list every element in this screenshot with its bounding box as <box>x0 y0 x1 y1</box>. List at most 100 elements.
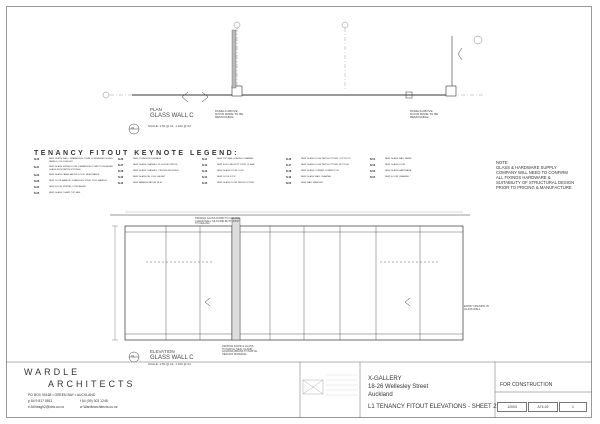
keynote-row: N-46 NEW GLASS DOOR PATCH FITTING, TOP PI… <box>286 158 366 161</box>
keynote-code: N-40 <box>118 182 124 185</box>
keynote-description: NEW WALL BRACKET <box>301 182 324 184</box>
keynote-row: N-38 NEW GLASS CHANNEL, CEILING MOUNTED <box>118 170 198 173</box>
plan-grid-lines <box>110 28 485 96</box>
keynote-code: N-46 <box>286 158 292 161</box>
grid-bubble-2 <box>341 21 349 29</box>
firm-fax: f 64 (09) 303 1248 <box>80 399 108 403</box>
keynote-column: N-46 NEW GLASS DOOR PATCH FITTING, TOP PI… <box>286 158 366 188</box>
keynote-code: N-50 <box>286 182 292 185</box>
keynote-description: NEW GLASS DOOR <box>385 164 406 166</box>
keynote-description: NEW GLASS WALL PANEL <box>385 158 413 160</box>
elevation-subtitle: GLASS WALL C <box>150 354 194 361</box>
elevation-view-title: ELEVATION GLASS WALL C <box>150 349 194 361</box>
revision-number: 1 <box>559 402 587 412</box>
revision-table-lines <box>326 374 358 396</box>
elevation-note-1: PROFILE GLASS DOWN TO CEILING CLEAR WALL… <box>195 217 240 226</box>
keynote-description: NEW TOP RAIL GLAZING CHANNEL <box>217 158 254 160</box>
keynote-code: N-34 <box>34 186 40 190</box>
keynote-code: N-33 <box>34 180 40 184</box>
title-block-lines <box>6 361 592 418</box>
elevation-view-number: 02 <box>131 354 135 358</box>
firm-address: PO BOX 90168 • GREEN BAY • AUCKLAND <box>28 393 96 397</box>
drawing-sheet <box>6 6 592 418</box>
grid-bubble-1 <box>233 21 241 29</box>
keynote-description: NEW GLASS CHANNEL, CEILING MOUNTED <box>133 170 179 172</box>
keynote-code: N-38 <box>118 170 124 173</box>
keynote-description: NEW DOOR STOP <box>217 176 236 178</box>
keynote-description: NEW SILICONE BUTT JOINT, CLEAR <box>217 164 255 166</box>
keynote-code: N-39 <box>118 176 124 179</box>
keynote-column: N-51 NEW GLASS WALL PANEL N-52 NEW GLASS DO… <box>370 158 450 182</box>
keynote-row: N-50 NEW WALL BRACKET <box>286 182 366 185</box>
keynote-code: N-49 <box>286 176 292 179</box>
plan-view-number: 01 <box>131 126 135 130</box>
keynote-row: N-31 NEW GLASS SWING DOOR, FRAMELESS 12MM… <box>34 166 114 171</box>
keynote-description: NEW GLASS CORNER CONNECTOR <box>301 170 339 172</box>
keynote-description: NEW GLASS CHANNEL, FLOOR MOUNTED <box>133 164 178 166</box>
keynote-description: NEW GLASS DOOR PATCH FITTING, BOTTOM <box>301 164 349 166</box>
sheet-title: L1 TENANCY FITOUT ELEVATIONS - SHEET 2 <box>368 404 497 410</box>
elevation-note-3: ENTRY OPENING IN GLASS WALL <box>464 305 489 311</box>
project-address-line2: Auckland <box>368 392 393 398</box>
plan-glass-wall <box>132 29 463 103</box>
keynote-row: N-49 NEW GLASS WALL CHANNEL <box>286 176 366 179</box>
supplier-note: NOTE GLASS & HARDWARE SUPPLY COMPANY WIL… <box>496 160 575 190</box>
drawing-status: FOR CONSTRUCTION <box>500 382 553 388</box>
firm-name-line1: WARDLE <box>24 367 81 377</box>
firm-website: w Wardlearchitects.co.nz <box>80 405 118 409</box>
keynote-description: NEW CORRIDOR SIGNAGE <box>133 158 162 160</box>
grid-bubble-3 <box>102 91 110 99</box>
keynote-code: N-53 <box>370 170 376 173</box>
plan-note-2: PANELS ABOVE DOOR MADE TO BE REMOVABLE <box>410 109 439 119</box>
firm-name-line2: ARCHITECTS <box>48 379 136 389</box>
keynote-code: N-42 <box>202 164 208 167</box>
keynote-description: NEW GLASS PANEL ABOVE DOOR, REMOVABLE <box>49 174 100 177</box>
keynote-code: N-36 <box>118 158 124 161</box>
keynote-code: N-43 <box>202 170 208 173</box>
keynote-code: N-31 <box>34 166 40 170</box>
keynote-row: N-44 NEW DOOR STOP <box>202 176 282 179</box>
plan-scale: SCALE: 1:50 @ A1, 1:100 @ A3 <box>148 124 191 128</box>
keynote-row: N-39 NEW GLASS FIN, FULL HEIGHT <box>118 176 198 179</box>
keynote-description: NEW GLASS CLAMP TOP RAIL <box>49 192 81 195</box>
project-name: X-GALLERY <box>368 376 402 382</box>
keynote-description: NEW GLASS FIN, FULL HEIGHT <box>133 176 166 178</box>
grid-bubble-4 <box>473 35 483 45</box>
elevation-note-2: PROFILE DOOR & GLASS TO MATCH SEAL CLAMP… <box>222 345 258 356</box>
keynote-code: N-44 <box>202 176 208 179</box>
keynote-row: N-33 NEW DOOR HANDLE, STAINLESS STEEL PUL… <box>34 180 114 183</box>
view-markers <box>128 123 140 363</box>
firm-email: e Alf.teagh2@xtra.co.nz <box>28 405 65 409</box>
keynote-code: N-37 <box>118 164 124 167</box>
keynote-legend-title: TENANCY FITOUT KEYNOTE LEGEND: <box>34 150 240 157</box>
keynote-code: N-51 <box>370 158 376 161</box>
project-address-line1: 18-26 Wellesley Street <box>368 384 429 390</box>
keynote-description: NEW DOOR HANDLE, STAINLESS STEEL PULL HA… <box>49 180 107 183</box>
keynote-code: N-41 <box>202 158 208 161</box>
keynote-code: N-48 <box>286 170 292 173</box>
keynote-description: NEW GLASS DOOR PATCH FITTING, TOP PIVOT <box>301 158 351 160</box>
plan-view-title: PLAN GLASS WALL C <box>150 107 194 118</box>
keynote-code: N-54 <box>370 176 376 179</box>
keynote-code: N-52 <box>370 164 376 167</box>
keynote-row: N-36 NEW CORRIDOR SIGNAGE <box>118 158 198 161</box>
elevation-scale: SCALE: 1:50 @ A1, 1:100 @ A3 <box>148 362 191 366</box>
keynote-row: N-48 NEW GLASS CORNER CONNECTOR <box>286 170 366 173</box>
keynote-description: NEW GLASS SWING DOOR, FRAMELESS 12MM TOU… <box>49 166 113 171</box>
keynote-row: N-41 NEW TOP RAIL GLAZING CHANNEL <box>202 158 282 161</box>
keynote-description: NEW GLASS WALL CHANNEL <box>301 176 332 178</box>
